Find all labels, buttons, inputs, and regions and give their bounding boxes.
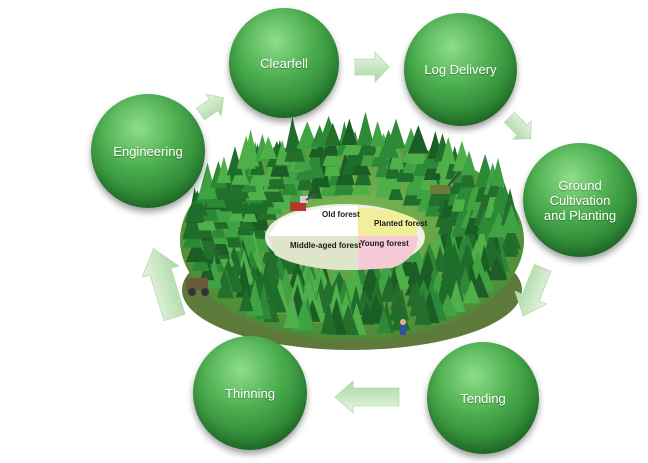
tree-icon xyxy=(486,255,508,281)
tree-icon xyxy=(285,116,300,152)
worker-person-icon xyxy=(400,319,406,335)
tree-icon xyxy=(197,162,218,200)
tree-icon xyxy=(376,307,392,334)
tree-icon xyxy=(341,118,358,146)
patch-young xyxy=(358,236,418,270)
stage-ground-cultivation: Ground Cultivation and Planting xyxy=(523,143,637,257)
stage-log-delivery: Log Delivery xyxy=(404,13,517,126)
tree-icon xyxy=(320,301,337,334)
stage-thinning: Thinning xyxy=(193,336,307,450)
stage-thinning-label: Thinning xyxy=(225,385,275,401)
label-planted-forest: Planted forest xyxy=(374,219,428,228)
arrow-ground-to-tending xyxy=(514,264,552,317)
tree-icon xyxy=(296,121,318,149)
tree-icon xyxy=(359,301,375,325)
harvester-machine-icon xyxy=(290,193,317,211)
patch-middle xyxy=(268,236,358,270)
tree-icon xyxy=(259,136,278,160)
stage-engineering: Engineering xyxy=(91,94,205,208)
tree-icon xyxy=(501,233,518,257)
tree-icon xyxy=(283,292,301,329)
tree-icon xyxy=(390,305,411,331)
tree-icon xyxy=(386,118,406,149)
arrow-tending-to-thinning xyxy=(334,380,400,414)
stage-tending-label: Tending xyxy=(460,390,506,406)
tree-icon xyxy=(462,279,481,304)
tree-icon xyxy=(245,172,267,201)
tree-icon xyxy=(379,274,399,302)
tree-icon xyxy=(324,122,342,146)
stage-engineering-label: Engineering xyxy=(113,143,183,159)
tree-icon xyxy=(451,209,468,237)
tree-icon xyxy=(239,286,254,312)
patch-planted xyxy=(358,208,420,236)
tree-icon xyxy=(242,129,260,167)
stage-log-delivery-label: Log Delivery xyxy=(424,62,497,77)
label-middle-aged-forest: Middle-aged forest xyxy=(290,241,361,250)
tree-icon xyxy=(407,256,423,285)
tree-icon xyxy=(491,158,505,186)
arrow-log-to-ground xyxy=(503,111,532,140)
stage-tending: Tending xyxy=(427,342,539,454)
arrow-clearfell-to-log xyxy=(354,50,390,84)
tree-icon xyxy=(432,244,448,272)
tree-icon xyxy=(461,150,477,176)
tree-icon xyxy=(430,230,447,259)
stage-ground-cultivation-label: Ground Cultivation and Planting xyxy=(543,177,617,223)
arrow-engineering-to-clearfell xyxy=(195,93,224,121)
tractor-machine-icon xyxy=(186,278,209,296)
tree-icon xyxy=(414,290,432,326)
tree-icon xyxy=(216,156,232,184)
arrow-thinning-to-engineering xyxy=(141,247,186,322)
tree-icon xyxy=(407,125,429,154)
tree-icon xyxy=(344,257,364,295)
tree-icon xyxy=(348,285,364,315)
tree-icon xyxy=(440,136,456,165)
tree-icon xyxy=(356,111,375,146)
tree-icon xyxy=(185,235,208,263)
tree-icon xyxy=(370,121,386,147)
tree-icon xyxy=(437,211,455,235)
tree-icon xyxy=(216,269,234,298)
forwarder-machine-icon xyxy=(430,171,461,194)
tree-icon xyxy=(502,203,521,234)
stage-clearfell-label: Clearfell xyxy=(260,55,308,71)
patch-old xyxy=(268,206,358,236)
tree-icon xyxy=(464,208,481,235)
stage-clearfell: Clearfell xyxy=(229,8,339,118)
forest-trees xyxy=(181,111,522,335)
label-old-forest: Old forest xyxy=(322,210,360,219)
label-young-forest: Young forest xyxy=(360,239,409,248)
